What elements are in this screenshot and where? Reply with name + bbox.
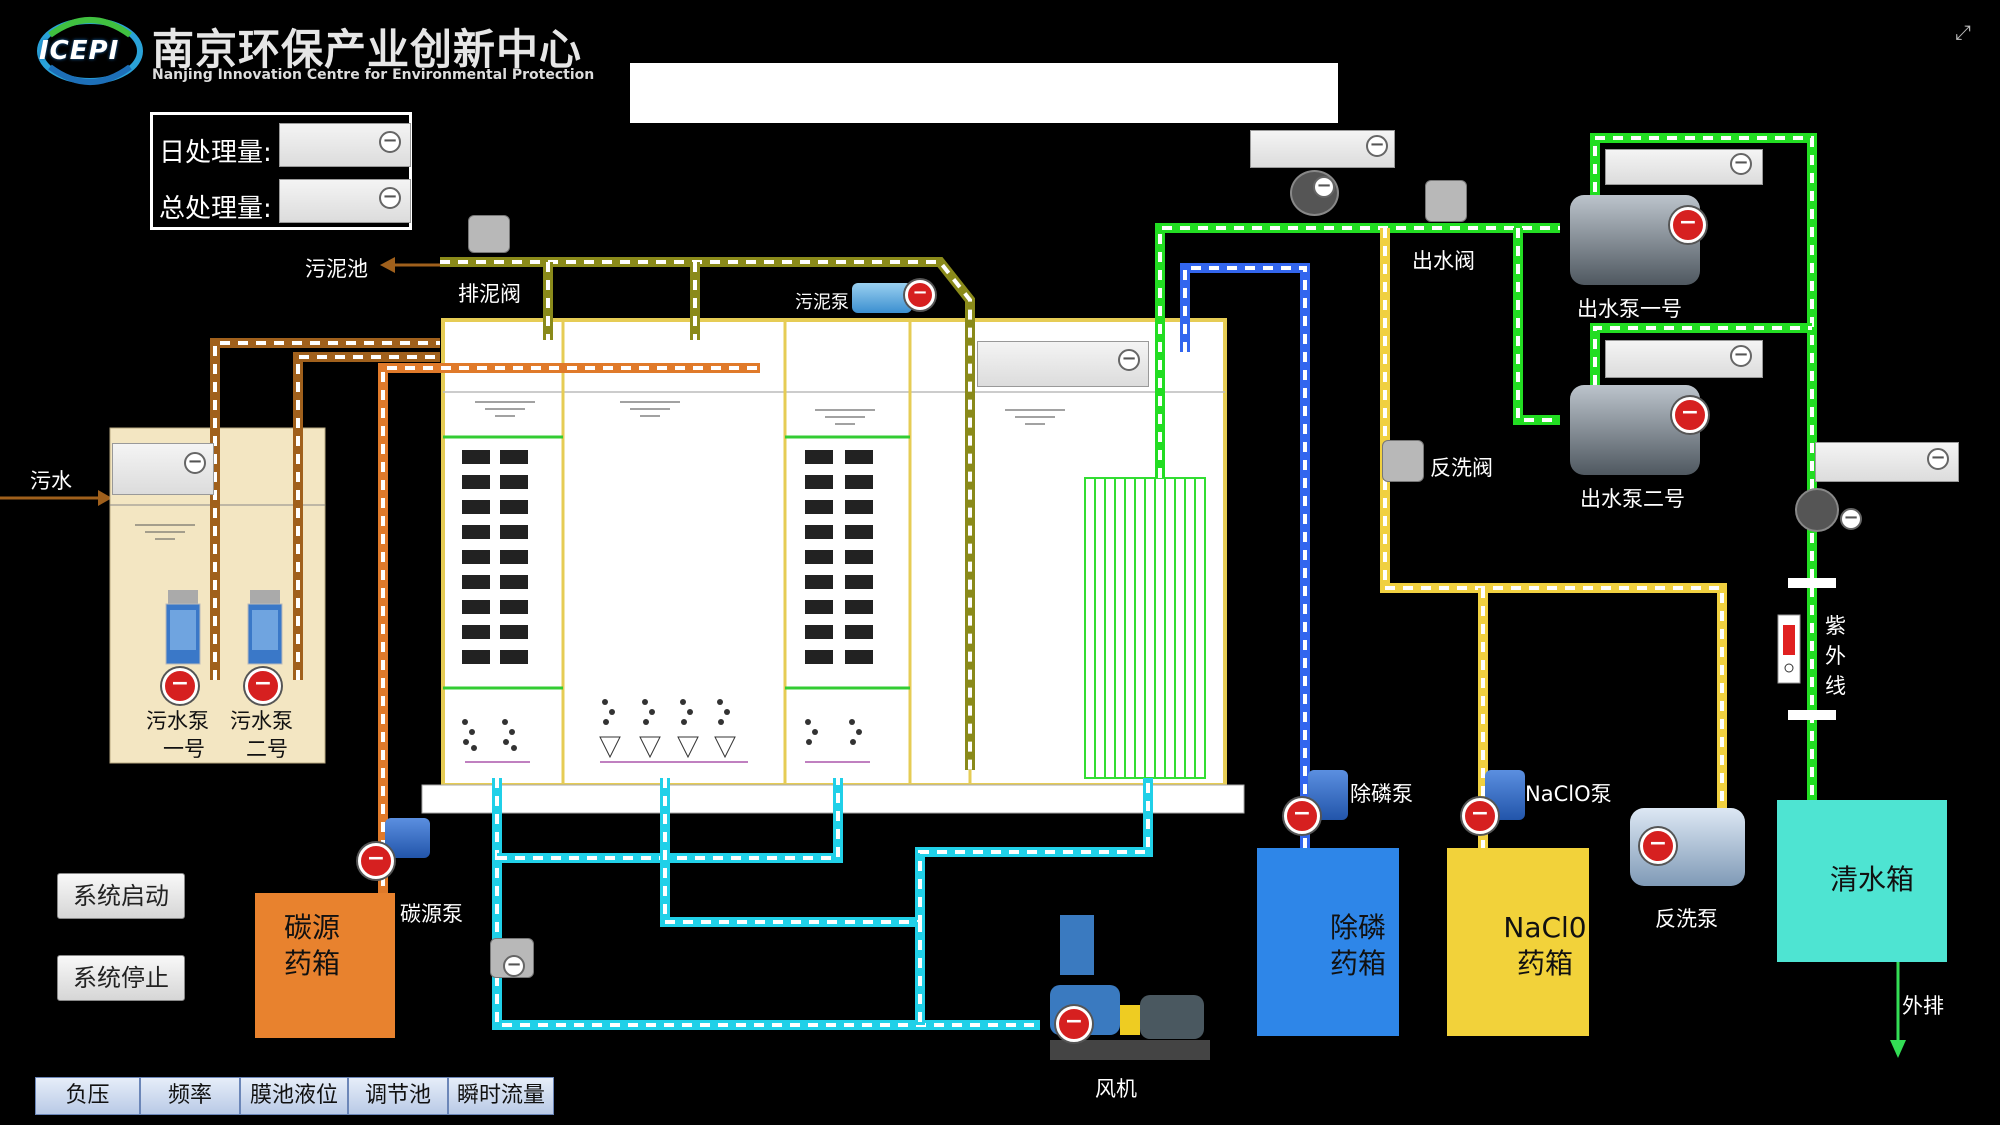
sewage-pump-1-label-b: 一号 <box>163 737 205 761</box>
outlet-pump-1-status[interactable]: − <box>1670 207 1706 243</box>
total-volume-label: 总处理量: <box>159 194 272 224</box>
expand-icon[interactable]: ⤢ <box>1955 20 1971 44</box>
sewage-pump-1-label-a: 污水泵 <box>146 709 209 733</box>
sludge-valve-label: 排泥阀 <box>458 282 521 306</box>
sludge-pump-label: 污泥泵 <box>795 292 849 313</box>
sewage-inlet-arrow <box>0 490 112 506</box>
blower[interactable] <box>1050 915 1210 1065</box>
outlet-valve[interactable] <box>1425 180 1467 222</box>
membrane-tank-toggle[interactable]: − <box>1118 349 1140 371</box>
logo: ICEPI <box>35 10 145 92</box>
naclo-tank-label-2: 药箱 <box>1516 947 1573 980</box>
backwash-valve[interactable] <box>1382 440 1424 482</box>
pressure-toggle[interactable]: − <box>1366 135 1388 157</box>
uv-label-1: 紫 <box>1825 614 1846 638</box>
sludge-valve[interactable] <box>468 215 510 253</box>
discharge-label: 外排 <box>1902 994 1944 1018</box>
tab-negative-pressure[interactable]: 负压 <box>35 1077 140 1115</box>
total-volume-toggle[interactable]: − <box>379 187 401 209</box>
phos-pump-label: 除磷泵 <box>1350 782 1413 806</box>
flow-toggle[interactable]: − <box>1927 448 1949 470</box>
logo-text: ICEPI <box>39 36 120 66</box>
backwash-pump-label: 反洗泵 <box>1655 907 1718 931</box>
system-stop-button[interactable]: 系统停止 <box>57 955 185 1001</box>
org-title: 南京环保产业创新中心 <box>152 25 583 74</box>
naclo-tank <box>1447 848 1589 1036</box>
org-subtitle: Nanjing Innovation Centre for Environmen… <box>152 67 595 83</box>
backwash-pump-status[interactable]: − <box>1640 828 1676 864</box>
regulating-tank-toggle[interactable]: − <box>184 452 206 474</box>
totals-panel: 日处理量: − 总处理量: − <box>150 112 412 230</box>
naclo-pump-status[interactable]: − <box>1462 798 1498 834</box>
clear-water-tank-label: 清水箱 <box>1829 863 1914 896</box>
phos-tank <box>1257 848 1399 1036</box>
bioreactor <box>441 318 1227 787</box>
outlet-flowmeter-toggle[interactable]: − <box>1313 176 1335 198</box>
tab-regulating-tank[interactable]: 调节池 <box>348 1077 448 1115</box>
carbon-tank-label-2: 药箱 <box>283 947 340 980</box>
outlet-valve-label: 出水阀 <box>1412 249 1475 273</box>
sludge-outlet-arrow <box>380 257 440 273</box>
sewage-pump-2-label-b: 二号 <box>246 737 288 761</box>
phos-tank-label-2: 药箱 <box>1329 947 1386 980</box>
sewage-inlet-label: 污水 <box>30 469 72 493</box>
sewage-pump-2-status[interactable]: − <box>245 668 281 704</box>
carbon-tank <box>255 893 395 1038</box>
bio-media-left <box>462 450 528 664</box>
blower-status[interactable]: − <box>1056 1006 1092 1042</box>
sludge-pump[interactable] <box>852 283 912 313</box>
carbon-pump-status[interactable]: − <box>358 843 394 879</box>
phos-pump-status[interactable]: − <box>1284 798 1320 834</box>
tab-frequency[interactable]: 频率 <box>140 1077 240 1115</box>
carbon-tank-label-1: 碳源 <box>283 911 340 944</box>
naclo-tank-label-1: NaCl0 <box>1503 911 1587 944</box>
discharge-arrow <box>1890 955 1906 1058</box>
outlet-pump2-toggle[interactable]: − <box>1730 345 1752 367</box>
sewage-pump-2-label-a: 污水泵 <box>230 709 293 733</box>
uv-sterilizer <box>1777 578 1836 720</box>
sewage-pump-1-status[interactable]: − <box>162 668 198 704</box>
tab-instant-flow[interactable]: 瞬时流量 <box>448 1077 554 1115</box>
daily-volume-toggle[interactable]: − <box>379 131 401 153</box>
clear-flowmeter-toggle[interactable]: − <box>1840 508 1862 530</box>
tab-membrane-level[interactable]: 膜池液位 <box>240 1077 348 1115</box>
sludge-pump-status[interactable]: − <box>905 280 935 310</box>
naclo-pump-label: NaClO泵 <box>1525 782 1612 806</box>
outlet-pump-2-status[interactable]: − <box>1672 397 1708 433</box>
blower-label: 风机 <box>1095 1077 1137 1101</box>
daily-volume-label: 日处理量: <box>159 138 272 168</box>
uv-label-3: 线 <box>1825 674 1846 698</box>
title-banner <box>630 63 1338 123</box>
sewage-pump-2[interactable] <box>240 590 290 690</box>
sludge-tank-label: 污泥池 <box>305 257 368 281</box>
clear-water-tank <box>1777 800 1947 962</box>
carbon-pump[interactable] <box>385 818 430 858</box>
backwash-valve-label: 反洗阀 <box>1430 456 1493 480</box>
outlet-pump1-toggle[interactable]: − <box>1730 153 1752 175</box>
carbon-pump-label: 碳源泵 <box>400 902 463 926</box>
outlet-pump1-label: 出水泵一号 <box>1577 297 1682 321</box>
bio-media-right <box>805 450 873 664</box>
phos-tank-label-1: 除磷 <box>1329 911 1386 944</box>
aeration-bubbles <box>462 699 862 751</box>
sewage-pump-1[interactable] <box>158 590 208 690</box>
uv-label-2: 外 <box>1825 644 1846 668</box>
air-valve-toggle[interactable]: − <box>503 955 525 977</box>
outlet-pump2-label: 出水泵二号 <box>1580 487 1685 511</box>
clear-flowmeter[interactable] <box>1795 488 1839 532</box>
system-start-button[interactable]: 系统启动 <box>57 873 185 919</box>
